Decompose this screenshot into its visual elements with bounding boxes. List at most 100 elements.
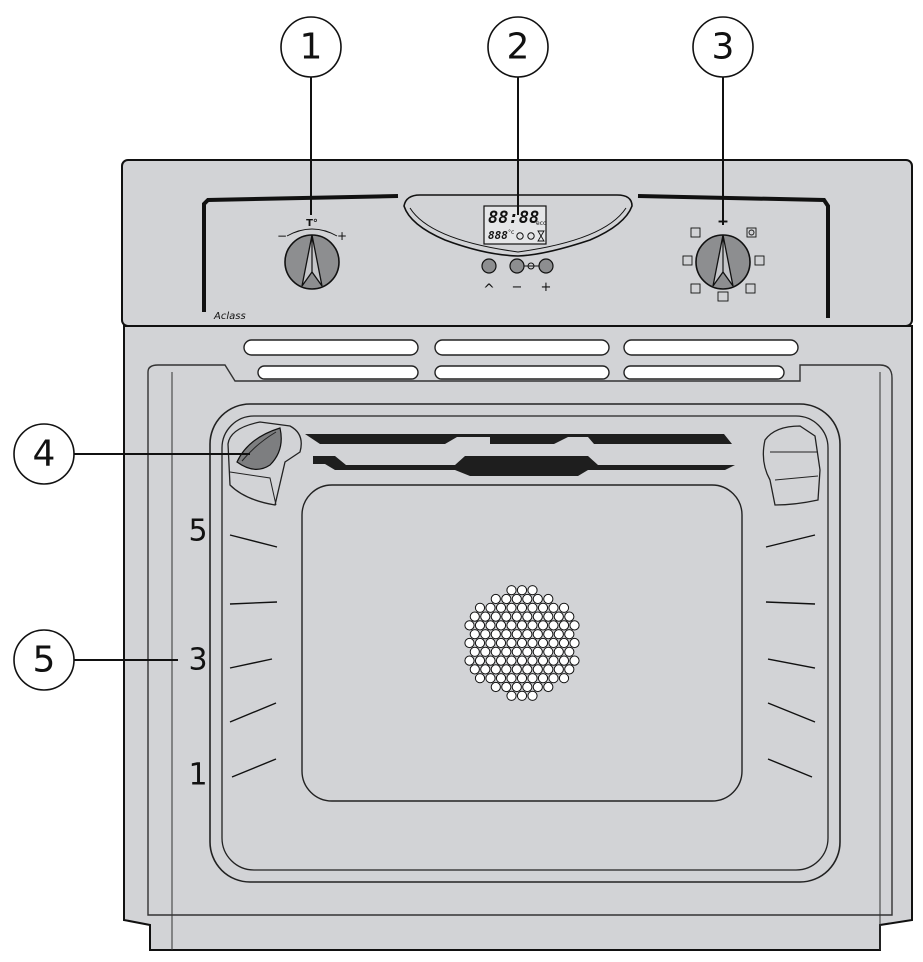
shelf-level-top: 5 [188,514,207,549]
fan-hole [548,620,559,631]
fan-hole [506,690,517,701]
fan-hole [501,611,512,622]
vent-slot [243,339,419,356]
fan-hole [485,655,496,666]
fan-hole [474,602,486,613]
fan-hole [553,611,564,622]
fan-hole [564,664,575,675]
callout-circle-2 [487,16,549,78]
shelf-level-middle: 3 [188,643,207,678]
fan-hole [522,646,533,657]
oven-lamp [236,427,282,470]
fan-hole [516,620,528,631]
fan-hole [527,620,538,631]
fan-hole [537,620,549,631]
fan-hole [548,602,559,613]
up-button[interactable] [481,258,497,274]
fan-hole [495,620,507,631]
callout-label-2: 2 [507,27,530,68]
fan-hole [501,664,512,675]
fan-hole [490,646,501,657]
timer-icon [537,230,545,242]
thermostat-symbol: T° [306,218,318,229]
up-button-label: ^ [483,282,495,298]
callout-label-5: 5 [33,640,56,681]
fan-hole [553,646,564,657]
fan-hole [553,629,564,640]
fan-hole [495,655,507,666]
fan-hole [532,593,543,605]
fan-hole [548,637,559,649]
grill-icon [745,283,756,294]
fan-hole [527,655,538,666]
fan-hole [537,602,549,613]
fan-hole [511,664,522,675]
fan-hole [522,593,533,605]
shelf-runners-right [765,534,816,778]
fan-hole [490,664,501,675]
fan-hole [474,620,486,631]
fan-hole [464,655,475,666]
callout-label-4: 4 [33,434,56,475]
vent-slots [243,339,799,380]
fan-hole [474,673,486,684]
callout-label-1: 1 [300,27,323,68]
fan-hole [516,655,528,666]
fan-hole [543,646,554,657]
oven-cavity [209,403,841,883]
fan-hole [558,602,570,613]
bottom-heat-icon [690,283,701,294]
fan-hole [511,593,522,605]
fan-hole [532,646,543,657]
fan-hole [558,620,570,631]
thermostat-knob[interactable] [284,234,340,290]
fan-hole [469,664,480,675]
fan-hole [553,664,564,675]
conventional-icon [682,255,693,266]
callout-circle-3 [692,16,754,78]
fan-hole [522,681,533,693]
fan-hole [516,637,528,649]
fan-hole [516,585,528,596]
fan-hole [506,673,517,684]
fan-hole [569,637,580,649]
fan-hole [506,637,517,649]
plus-button[interactable] [538,258,554,274]
fan-hole [543,664,554,675]
shelf-runners-left [229,534,278,778]
display-eco: eco [536,220,547,227]
plus-button-label: + [541,280,552,295]
fan-hole [474,637,486,649]
fan-hole [532,629,543,640]
vent-slot [434,339,610,356]
fan-hole [506,655,517,666]
fan-hole [543,629,554,640]
shelf-levels: 5 3 1 [188,514,207,793]
fan-hole [495,673,507,684]
callout-circle-1 [280,16,342,78]
fan-hole [558,655,570,666]
fan-hole [474,655,486,666]
fan-grill-icon [746,227,757,238]
fan-hole [537,673,549,684]
function-selector-knob[interactable] [695,234,751,290]
fan-hole [569,655,580,666]
minus-button[interactable] [509,258,525,274]
fan-hole [490,681,501,693]
fan-hole [548,673,559,684]
clock-icon [516,232,524,240]
fan-hole [480,646,491,657]
fan-hole [495,602,507,613]
fan-hole [511,629,522,640]
callouts: 1 2 3 4 5 [13,16,754,691]
display-temp: 888 [488,229,508,242]
brand-logo: Aclass [213,311,246,322]
callout-circle-4 [13,423,75,485]
fan-hole [527,637,538,649]
vent-slot [623,339,799,356]
fan-hole [522,611,533,622]
fan-hole [537,637,549,649]
fan-hole [469,611,480,622]
fan-hole [569,620,580,631]
